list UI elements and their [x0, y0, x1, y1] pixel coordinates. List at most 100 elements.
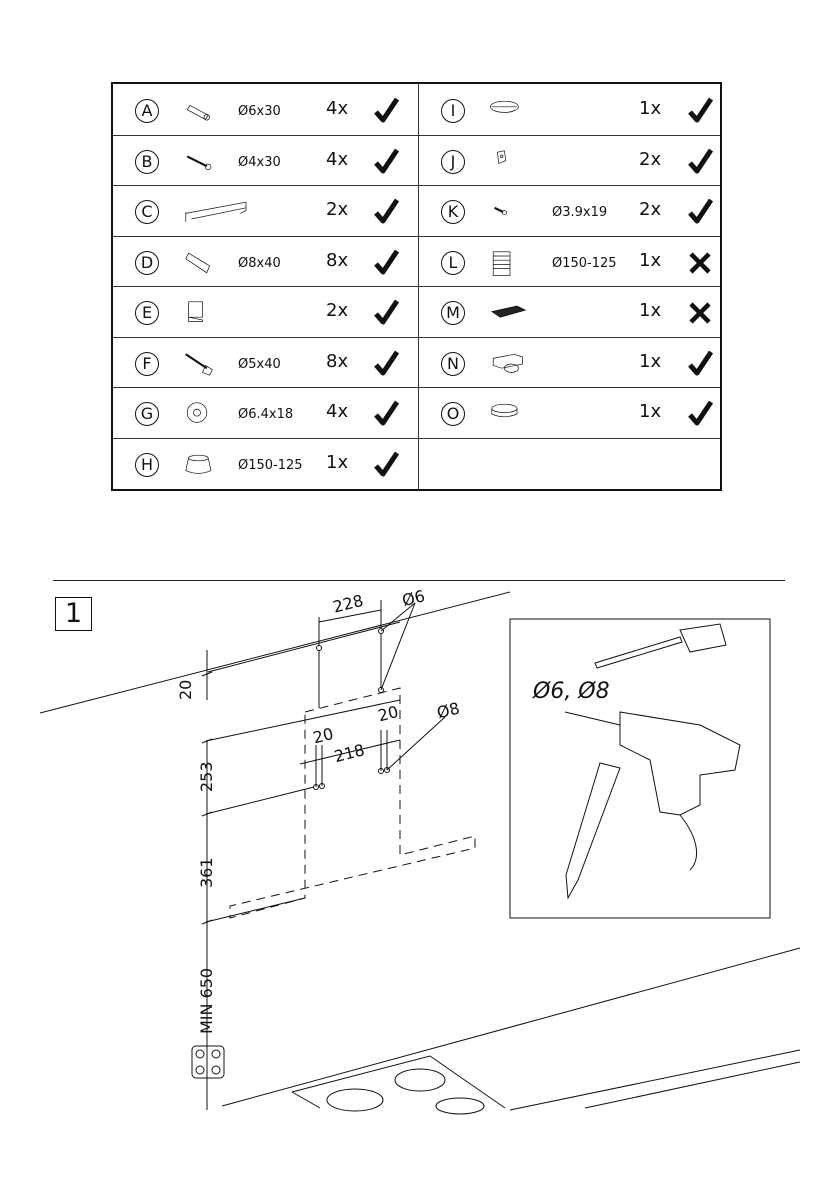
screw-icon	[186, 154, 212, 170]
part-letter: O	[441, 402, 465, 426]
pencil-icon	[565, 762, 621, 900]
row-divider	[113, 235, 720, 237]
part-letter: J	[441, 149, 465, 174]
part-size: Ø6x30	[238, 104, 281, 119]
air-deflector-icon	[492, 353, 523, 373]
small-screw-icon	[494, 206, 507, 216]
dim-vertical-361: 361	[197, 857, 216, 888]
part-row-j: J 2x	[419, 135, 719, 185]
dim-lower-offset-right: 20	[376, 702, 400, 725]
check-icon	[374, 350, 400, 375]
round-plate-icon	[490, 100, 519, 113]
part-size: Ø4x30	[238, 154, 281, 170]
part-size: Ø150-125	[238, 457, 303, 473]
carbon-filter-icon	[490, 305, 527, 318]
part-row-h: H Ø150-125 1x	[113, 438, 413, 488]
part-quantity: 1x	[326, 451, 349, 473]
tape-measure-icon	[594, 623, 727, 669]
part-quantity: 4x	[326, 148, 349, 170]
check-icon	[374, 249, 400, 274]
hex-screw-icon	[185, 352, 213, 376]
part-quantity: 8x	[326, 350, 349, 372]
dim-vertical-253: 253	[197, 761, 216, 792]
part-quantity: 1x	[639, 350, 662, 372]
part-quantity: 2x	[639, 199, 662, 220]
part-letter: H	[135, 452, 159, 477]
part-quantity: 8x	[326, 249, 349, 271]
part-size: Ø3.9x19	[552, 205, 608, 220]
part-letter: K	[441, 200, 465, 224]
part-size: Ø6.4x18	[238, 407, 294, 422]
part-letter: A	[135, 99, 159, 123]
dim-vertical-min: MIN 650	[197, 968, 216, 1034]
part-quantity: 2x	[326, 199, 349, 220]
part-letter: D	[135, 250, 159, 275]
row-divider	[113, 437, 720, 439]
row-divider	[113, 134, 720, 136]
dim-top-offset: 20	[176, 680, 195, 700]
dim-lower-spacing: 218	[332, 740, 366, 766]
part-row-k: K Ø3.9x19 2x	[419, 185, 719, 235]
row-divider	[113, 185, 720, 186]
reducer-collar-icon	[185, 454, 212, 474]
part-letter: B	[135, 149, 159, 174]
section-divider	[53, 580, 785, 581]
drill-icon	[564, 711, 741, 871]
part-row-o: O 1x	[419, 387, 719, 437]
cross-icon	[689, 251, 711, 274]
part-row-e: E 2x	[113, 286, 413, 336]
part-quantity: 1x	[639, 98, 662, 119]
part-letter: I	[441, 99, 465, 123]
part-letter: L	[441, 250, 465, 275]
part-row-i: I 1x	[419, 84, 719, 134]
dim-lower-hole: Ø8	[435, 698, 462, 722]
tools-panel	[509, 618, 771, 919]
part-quantity: 2x	[639, 148, 662, 170]
dim-lower-offset-left: 20	[311, 724, 335, 747]
part-letter: C	[135, 200, 159, 224]
wall-plug-icon	[186, 104, 210, 121]
check-icon	[374, 400, 400, 426]
part-letter: E	[135, 301, 159, 325]
check-icon	[688, 350, 714, 375]
row-divider	[113, 387, 720, 388]
large-wall-plug-icon	[185, 252, 211, 273]
bracket-icon	[185, 201, 247, 222]
row-divider	[113, 336, 720, 338]
part-size: Ø150-125	[552, 255, 617, 271]
drill-size-label: Ø6, Ø8	[532, 679, 610, 704]
check-icon	[374, 198, 400, 224]
ceiling-line	[39, 591, 511, 714]
part-quantity: 2x	[326, 300, 349, 321]
part-quantity: 1x	[639, 249, 662, 271]
washer-icon	[186, 402, 208, 423]
part-quantity: 4x	[326, 98, 349, 119]
part-letter: M	[441, 301, 465, 325]
check-icon	[374, 451, 400, 476]
check-icon	[688, 400, 714, 426]
step-number: 1	[55, 597, 92, 631]
part-letter: F	[135, 351, 159, 376]
duct-ring-icon	[491, 403, 518, 418]
part-letter: G	[135, 402, 159, 426]
cross-icon	[689, 302, 711, 324]
check-icon	[688, 97, 714, 123]
part-letter: N	[441, 351, 465, 376]
part-row-b: B Ø4x30 4x	[113, 135, 413, 185]
part-size: Ø5x40	[238, 356, 281, 372]
check-icon	[374, 97, 400, 123]
part-quantity: 1x	[639, 300, 662, 321]
part-row-f: F Ø5x40 8x	[113, 337, 413, 387]
part-quantity: 1x	[639, 401, 662, 422]
check-icon	[374, 148, 400, 173]
hanger-plate-icon	[188, 301, 203, 322]
row-divider	[113, 286, 720, 287]
part-row-a: A Ø6x30 4x	[113, 84, 413, 134]
check-icon	[374, 299, 400, 325]
part-row-m: M 1x	[419, 286, 719, 336]
flexible-duct-icon	[492, 250, 511, 276]
dim-top-spacing: 228	[331, 591, 365, 617]
